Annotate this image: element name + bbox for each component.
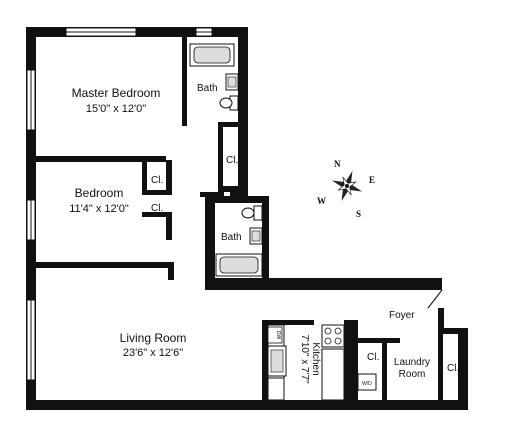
doors [427, 289, 443, 309]
kitchen-dims: 7'10" x 7'7" [299, 334, 310, 384]
toilet-2 [241, 205, 263, 221]
dishwasher-label: DW [275, 331, 281, 340]
bathtub-2 [215, 253, 263, 277]
living-room-dims: 23'6" x 12'6" [123, 347, 183, 359]
washer-dryer-label: W/D [362, 381, 372, 387]
washer-dryer [357, 373, 377, 391]
foyer-label: Foyer [389, 310, 415, 321]
refrigerator [267, 377, 285, 401]
exterior-walls [26, 27, 468, 410]
closet-label-4: Cl. [367, 352, 379, 363]
closet-label-1: Cl. [226, 155, 238, 166]
laundry-room-line-2: Room [399, 369, 426, 380]
interior-walls [36, 36, 443, 400]
compass-w: W [317, 196, 326, 206]
compass-s: S [356, 209, 361, 219]
bath-2-label: Bath [221, 232, 242, 243]
laundry-room-line-1: Laundry [394, 357, 430, 368]
closet-label-3: Cl. [151, 203, 163, 214]
living-room-name: Living Room [120, 331, 187, 345]
kitchen-name: Kitchen [310, 342, 321, 375]
bedroom-name: Bedroom [75, 186, 124, 200]
compass-rose-icon [331, 170, 363, 202]
closet-label-5: Cl. [447, 363, 459, 374]
master-bedroom-name: Master Bedroom [72, 86, 161, 100]
master-bedroom-dims: 15'0" x 12'0" [86, 103, 146, 115]
toilet-1 [219, 95, 239, 111]
sink-2 [249, 227, 263, 245]
bedroom-dims: 11'4" x 12'0" [69, 203, 129, 215]
closet-label-2: Cl. [151, 175, 163, 186]
compass-n: N [334, 159, 341, 169]
sink-1 [225, 73, 239, 91]
window-mullions [30, 31, 212, 380]
bath-1-label: Bath [197, 83, 218, 94]
stove [321, 324, 345, 348]
dishwasher [267, 326, 283, 344]
kitchen-counter-east [321, 348, 345, 401]
bathtub-1 [189, 43, 235, 67]
compass-e: E [369, 175, 375, 185]
kitchen-sink [267, 345, 287, 377]
